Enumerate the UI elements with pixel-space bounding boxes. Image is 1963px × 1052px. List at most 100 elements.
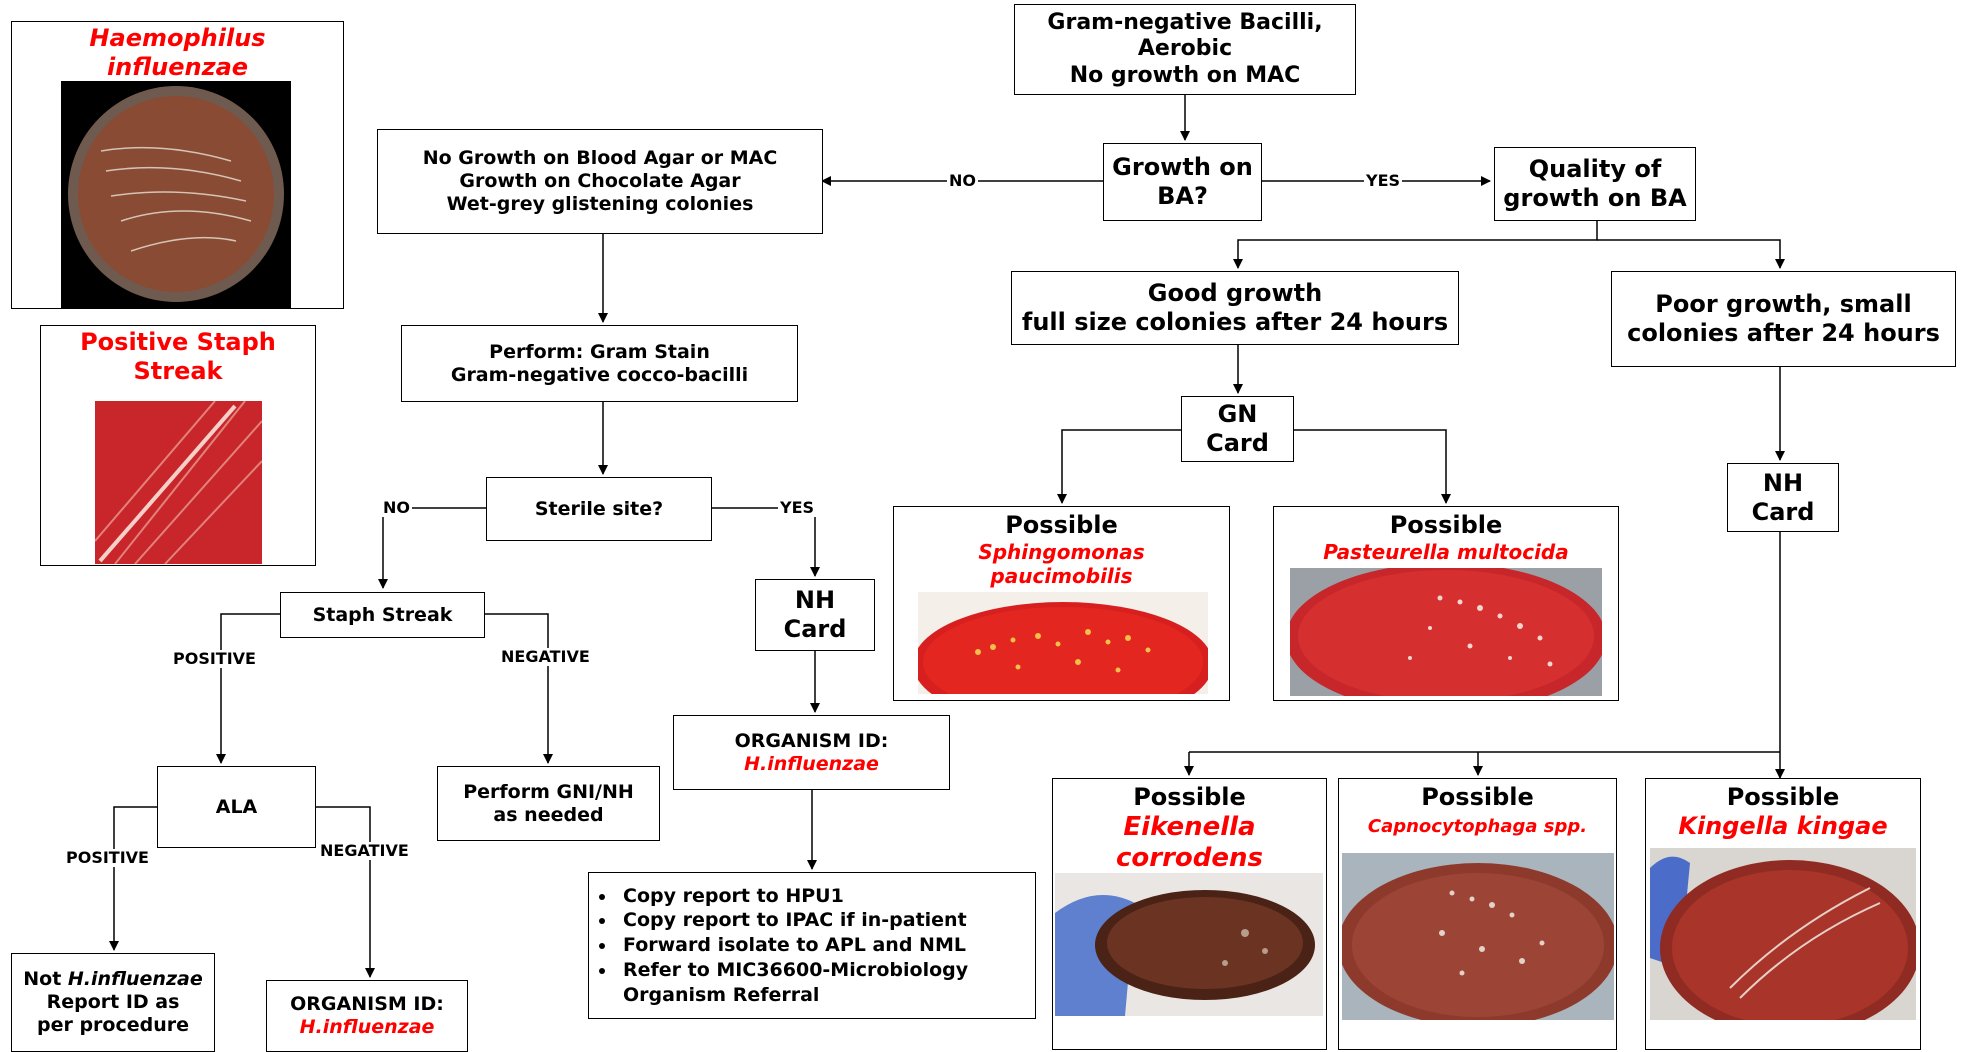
arrow-ala-positive (109, 806, 157, 951)
sterile-label: Sterile site? (534, 497, 664, 520)
kingella-title: Possible (1726, 783, 1840, 811)
label-yes-sterile: YES (778, 498, 817, 517)
step-item: Forward isolate to APL and NML (617, 933, 1035, 958)
step-item: Copy report to HPU1 (617, 884, 1035, 909)
label-negative-ala: NEGATIVE (318, 841, 411, 860)
step-item: Copy report to IPAC if in-patient (617, 908, 1035, 933)
haemophilus-title-2: influenzae (106, 52, 249, 81)
arrow-sterile-no (378, 507, 404, 589)
not-hinfluenzae-box: Not H.influenzae Report ID as per proced… (11, 953, 215, 1052)
report-steps-list: Copy report to HPU1 Copy report to IPAC … (589, 884, 1035, 1007)
gn-card-box: GN Card (1181, 396, 1294, 462)
nh-right-line-1: NH (1762, 468, 1804, 497)
poor-growth-box: Poor growth, small colonies after 24 hou… (1611, 271, 1956, 367)
arrow-sterile-yes (810, 507, 820, 577)
eikenella-title: Possible (1133, 783, 1246, 811)
start-line-1: Gram-negative Bacilli, (1047, 9, 1323, 35)
not-hinf-line-3: per procedure (36, 1013, 190, 1036)
staph-title-2: Streak (133, 356, 223, 385)
orgid-bottom-label: ORGANISM ID: (290, 993, 444, 1016)
nogrowth-line-1: No Growth on Blood Agar or MAC (422, 147, 778, 170)
not-organism: H.influenzae (67, 968, 203, 991)
label-yes-growth: YES (1364, 171, 1403, 190)
step-item: Refer to MIC36600-Microbiology Organism … (617, 958, 1035, 1007)
arrow-staph-negative (485, 613, 553, 764)
pasteurella-plate-photo (1290, 568, 1602, 696)
arrow-gn-sphingo (1057, 429, 1181, 504)
nh-left-line-1: NH (794, 586, 836, 615)
sphingo-organism-2: paucimobilis (990, 563, 1133, 588)
gni-line-1: Perform GNI/NH (463, 780, 634, 803)
not-prefix: Not (23, 968, 68, 991)
eikenella-plate-photo (1055, 873, 1323, 1016)
good-line-1: Good growth (1147, 279, 1323, 308)
sphingo-title: Possible (1005, 511, 1118, 539)
nogrowth-line-3: Wet-grey glistening colonies (446, 192, 754, 215)
good-line-2: full size colonies after 24 hours (1021, 308, 1449, 336)
poor-line-2: colonies after 24 hours (1627, 319, 1940, 347)
kingella-organism: Kingella kingae (1678, 811, 1888, 840)
poor-line-1: Poor growth, small (1655, 290, 1912, 319)
arrow-gn-pasteurella (1294, 429, 1451, 504)
haemophilus-plate-photo (61, 81, 291, 308)
capno-organism: Capnocytophaga spp. (1367, 815, 1588, 837)
staph-streak-photo (95, 401, 262, 564)
nh-right-line-2: Card (1751, 497, 1815, 526)
capnocytophaga-plate-photo (1342, 853, 1614, 1020)
gram-stain-box: Perform: Gram Stain Gram-negative cocco-… (401, 325, 798, 402)
ala-label: ALA (215, 795, 258, 818)
label-positive-staph: POSITIVE (171, 649, 258, 668)
eikenella-organism-1: Eikenella (1123, 811, 1256, 842)
arrow-quality-good (1233, 221, 1598, 269)
ala-box: ALA (157, 766, 316, 848)
sphingo-organism-1: Sphingomonas (978, 539, 1145, 564)
nogrowth-line-2: Growth on Chocolate Agar (459, 170, 741, 193)
gn-line-2: Card (1206, 429, 1269, 457)
pasteurella-title: Possible (1389, 511, 1503, 539)
not-hinf-line-2: Report ID as (46, 991, 180, 1014)
quality-line-2: growth on BA (1503, 184, 1687, 212)
label-negative-staph: NEGATIVE (499, 647, 592, 666)
nh-left-line-2: Card (783, 615, 847, 643)
label-no-sterile: NO (381, 498, 412, 517)
gram-line-2: Gram-negative cocco-bacilli (450, 363, 749, 386)
staph-streak-label: Staph Streak (312, 603, 453, 626)
staph-streak-box: Staph Streak (280, 592, 485, 638)
haemophilus-title-1: Haemophilus (89, 24, 266, 52)
capno-title: Possible (1421, 783, 1534, 811)
nh-card-right: NH Card (1727, 463, 1839, 532)
quality-line-1: Quality of (1528, 155, 1662, 184)
start-line-2: Aerobic (1137, 36, 1233, 62)
orgid-mid-label: ORGANISM ID: (734, 729, 889, 752)
arrow-staph-positive (216, 613, 280, 764)
start-box: Gram-negative Bacilli, Aerobic No growth… (1014, 4, 1356, 95)
report-steps-box: Copy report to HPU1 Copy report to IPAC … (588, 872, 1036, 1019)
staph-title-1: Positive Staph (80, 328, 276, 356)
arrow-quality-poor (1597, 239, 1785, 269)
growth-line-2: BA? (1157, 182, 1208, 210)
growth-line-1: Growth on (1112, 153, 1253, 182)
label-no-growth: NO (947, 171, 978, 190)
gn-line-1: GN (1217, 400, 1258, 429)
perform-gni-box: Perform GNI/NH as needed (437, 766, 660, 841)
pasteurella-organism: Pasteurella multocida (1323, 539, 1569, 564)
nh-card-left: NH Card (755, 579, 875, 651)
no-growth-box: No Growth on Blood Agar or MAC Growth on… (377, 129, 823, 234)
orgid-bottom-organism: H.influenzae (299, 1016, 435, 1038)
eikenella-organism-2: corrodens (1115, 842, 1263, 873)
sterile-site-decision: Sterile site? (486, 477, 712, 541)
organism-id-box-mid: ORGANISM ID: H.influenzae (673, 715, 950, 790)
start-line-3: No growth on MAC (1069, 62, 1301, 88)
gni-line-2: as needed (493, 803, 604, 826)
kingella-plate-photo (1650, 848, 1916, 1020)
sphingomonas-plate-photo (918, 592, 1208, 694)
quality-of-growth-box: Quality of growth on BA (1494, 147, 1696, 221)
good-growth-box: Good growth full size colonies after 24 … (1011, 271, 1459, 345)
growth-on-ba-decision: Growth on BA? (1103, 143, 1262, 221)
arrow-ala-negative (316, 806, 375, 978)
label-positive-ala: POSITIVE (64, 848, 151, 867)
organism-id-box-bottom: ORGANISM ID: H.influenzae (266, 980, 468, 1052)
not-hinf-line-1: Not H.influenzae (23, 968, 202, 991)
orgid-mid-organism: H.influenzae (744, 752, 879, 775)
